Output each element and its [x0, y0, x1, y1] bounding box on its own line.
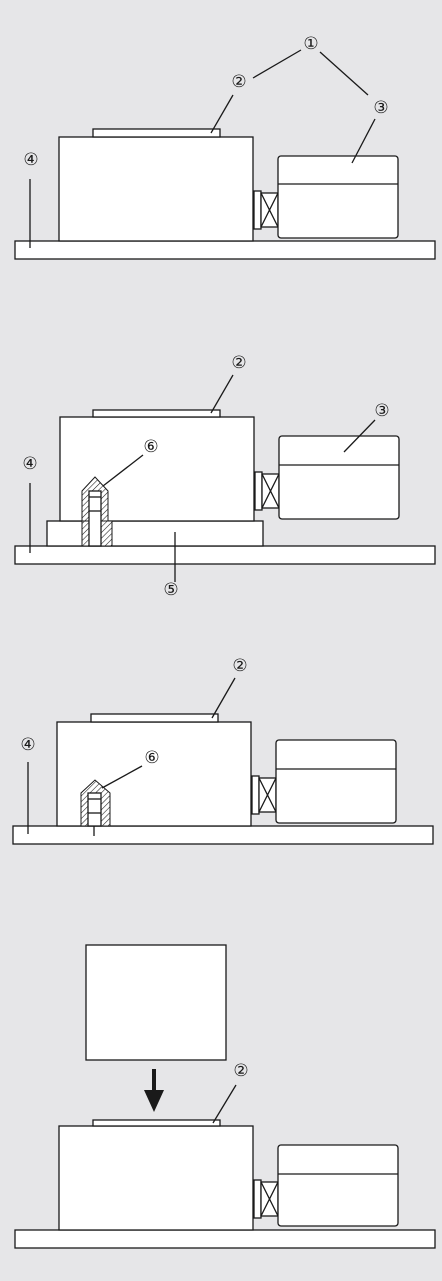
- leader-line-2: [212, 1084, 237, 1124]
- electronics-housing: [278, 435, 400, 520]
- base-plate: [14, 1229, 436, 1249]
- connector: [251, 775, 277, 815]
- screw-hatched: [81, 476, 113, 547]
- leader-line-1a: [252, 49, 302, 79]
- down-arrow-icon: [144, 1069, 164, 1112]
- callout-6: ⑥: [144, 748, 159, 768]
- callout-2: ②: [231, 353, 246, 373]
- load-plate: [90, 713, 219, 723]
- connector: [254, 471, 280, 511]
- electronics-housing: [277, 1144, 399, 1227]
- leader-line-1b: [319, 51, 369, 96]
- load-plate: [92, 409, 221, 418]
- connector: [253, 190, 279, 230]
- panel-2: ② ③ ④ ⑥ ⑤: [14, 353, 436, 600]
- screw-hatched: [80, 779, 111, 836]
- base-plate: [14, 545, 436, 565]
- leader-line-3: [343, 419, 376, 453]
- leader-line-6: [102, 454, 144, 487]
- leader-line-6: [101, 765, 143, 789]
- panel-1: ① ② ③ ④: [14, 34, 436, 260]
- callout-6: ⑥: [143, 437, 158, 457]
- callout-1: ①: [303, 34, 318, 54]
- callout-4: ④: [22, 454, 37, 474]
- mounting-plate: [46, 520, 264, 547]
- callout-2: ②: [233, 1061, 248, 1081]
- load-cell-body: [58, 1125, 254, 1231]
- electronics-housing: [277, 155, 399, 239]
- load-plate: [92, 128, 221, 138]
- callout-3: ③: [373, 98, 388, 118]
- leader-line-2: [211, 677, 236, 719]
- leader-line-2: [210, 94, 234, 134]
- callout-2: ②: [231, 72, 246, 92]
- electronics-housing: [275, 739, 397, 824]
- callout-3: ③: [374, 401, 389, 421]
- load-plate: [92, 1119, 221, 1127]
- callout-2: ②: [232, 656, 247, 676]
- connector: [253, 1179, 279, 1219]
- callout-5: ⑤: [163, 580, 178, 600]
- leader-line-2: [210, 374, 234, 414]
- load-weight: [85, 944, 227, 1061]
- leader-line-3: [351, 118, 376, 164]
- callout-4: ④: [20, 735, 35, 755]
- base-plate: [12, 825, 434, 845]
- panel-3: ② ④ ⑥: [12, 656, 434, 845]
- callout-4: ④: [23, 150, 38, 170]
- panel-4: ②: [14, 944, 436, 1249]
- base-plate: [14, 240, 436, 260]
- load-cell-body: [58, 136, 254, 242]
